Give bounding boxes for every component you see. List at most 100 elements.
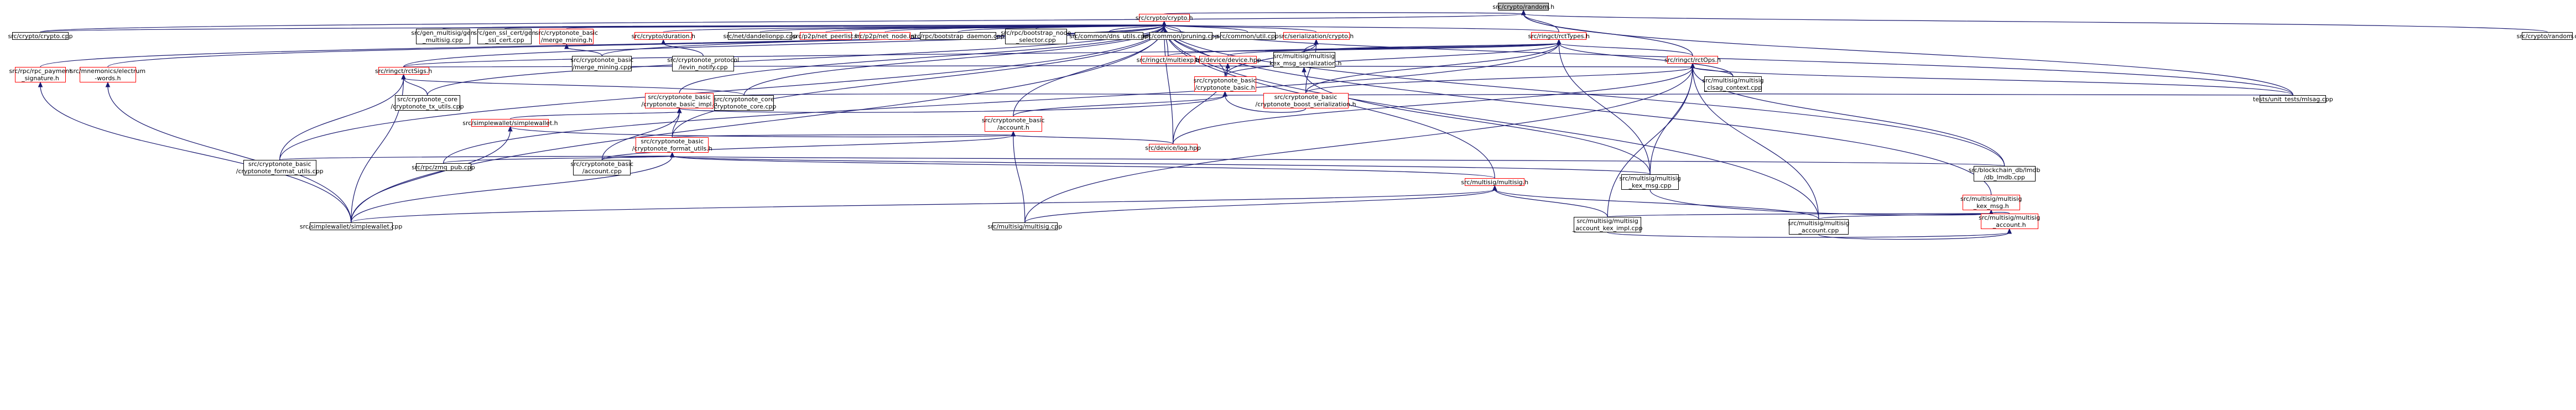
node-duration[interactable]: src/crypto/duration.h	[631, 32, 695, 40]
node-basic_impl[interactable]: src/cryptonote_basic /cryptonote_basic_i…	[641, 93, 717, 108]
node-merge_mining_cpp[interactable]: src/cryptonote_basic /merge_mining.cpp	[570, 56, 634, 71]
node-rctTypes[interactable]: src/ringct/rctTypes.h	[1528, 32, 1590, 40]
edge-device_hpp-to-rctTypes	[1227, 43, 1559, 56]
edge-account_cpp-to-account_h	[601, 134, 1014, 160]
edge-bootstrap_daemon-to-crypto_h	[957, 24, 1165, 33]
node-root[interactable]: src/crypto/random.h	[1492, 3, 1555, 11]
node-multisig_h[interactable]: src/multisig/multisig.h	[1461, 178, 1529, 186]
node-cn_basic_h[interactable]: src/cryptonote_basic /cryptonote_basic.h	[1193, 76, 1257, 92]
node-merge_mining_h[interactable]: src/cryptonote_basic /merge_mining.h	[535, 29, 599, 44]
edge-clsag_ctx-to-rctTypes	[1558, 43, 1734, 77]
node-kex_msg_cpp[interactable]: src/multisig/multisig _kex_msg.cpp	[1619, 174, 1681, 190]
node-random_c[interactable]: src/crypto/random.c	[2516, 32, 2576, 40]
node-boost_ser[interactable]: src/cryptonote_basic /cryptonote_boost_s…	[1255, 93, 1356, 108]
edge-multisig_cpp-to-account_h	[1013, 134, 1026, 223]
node-format_utils_cpp[interactable]: src/cryptonote_basic /cryptonote_format_…	[236, 160, 324, 175]
edge-basic_impl-to-cn_basic_h	[679, 95, 1226, 113]
node-account_h[interactable]: src/cryptonote_basic /account.h	[981, 116, 1045, 132]
edge-kex_msg_cpp-to-kex_msg_h	[1649, 189, 1992, 216]
node-multiexp[interactable]: src/ringct/multiexp.h	[1136, 56, 1200, 64]
edge-boost_ser-to-rctOps	[1305, 66, 1693, 94]
edge-multisig_cpp-to-rctOps	[1024, 66, 1693, 223]
edge-arrow-40	[564, 43, 569, 49]
edge-account_cpp-to-format_utils_h	[601, 155, 673, 160]
node-peerlist[interactable]: src/p2p/net_peerlist.h	[793, 32, 859, 40]
node-ms_account_h[interactable]: src/multisig/multisig _account.h	[1979, 214, 2041, 229]
node-clsag_ctx[interactable]: src/multisig/multisig _clsag_context.cpp	[1702, 76, 1764, 92]
edge-kex_msg_cpp-to-format_utils_h	[672, 155, 1651, 175]
edge-ser_crypto-to-crypto_h	[1164, 24, 1317, 33]
node-simplewallet_cpp[interactable]: src/simplewallet/simplewallet.cpp	[299, 222, 403, 230]
edge-arrow-79	[676, 107, 682, 113]
edge-arrow-66	[1225, 63, 1230, 69]
node-simplewallet_h[interactable]: src/simplewallet/simplewallet.h	[462, 119, 558, 127]
edge-account_h-to-cn_basic_h	[1013, 95, 1226, 117]
edge-bootstrap_node-to-crypto_h	[1035, 24, 1165, 29]
edge-kex_impl-to-kex_msg_h	[1607, 213, 1991, 217]
edge-merge_mining_cpp-to-merge_mining_h	[566, 47, 602, 56]
node-lmdb[interactable]: src/blockchain_db/lmdb /db_lmdb.cpp	[1968, 166, 2041, 181]
node-format_utils_h[interactable]: src/cryptonote_basic /cryptonote_format_…	[632, 137, 712, 153]
edge-crypto_cpp-to-root	[40, 13, 1524, 33]
node-ms_account_cpp[interactable]: src/multisig/multisig _account.cpp	[1788, 219, 1850, 235]
node-kex_impl[interactable]: src/multisig/multisig _account_kex_impl.…	[1572, 217, 1643, 232]
edge-kex_msg_cpp-to-rctTypes	[1558, 43, 1651, 175]
node-device_log[interactable]: src/device/log.hpp	[1145, 144, 1201, 152]
edge-arrow-92	[669, 152, 675, 158]
node-levin_notify[interactable]: src/cryptonote_protocol /levin_notify.cp…	[667, 56, 740, 71]
edge-arrow-64	[1314, 39, 1319, 45]
edge-ms_account_cpp-to-multisig_h	[1494, 189, 1819, 220]
edge-core_cpp-to-cn_basic_h	[743, 94, 1226, 96]
edge-device_log-to-crypto_h	[1164, 24, 1174, 144]
edge-cn_basic_h-to-rctTypes	[1225, 43, 1559, 77]
node-tx_utils[interactable]: src/cryptonote_core /cryptonote_tx_utils…	[391, 95, 464, 111]
edge-arrow-85	[508, 126, 513, 132]
edge-rctSigs-to-rctTypes	[403, 43, 1559, 68]
node-gen_multisig[interactable]: src/gen_multisig/gen _multisig.cpp	[411, 29, 475, 44]
edge-format_utils_cpp-to-crypto_h	[279, 24, 1165, 160]
node-rpc_sig[interactable]: src/rpc/rpc_payment _signature.h	[9, 67, 72, 82]
node-rctSigs[interactable]: src/ringct/rctSigs.h	[374, 67, 433, 75]
node-rctOps[interactable]: src/ringct/rctOps.h	[1664, 56, 1721, 64]
edge-arrow-84	[1011, 131, 1016, 137]
edge-device_log-to-rctOps	[1173, 66, 1693, 144]
edge-multisig_cpp-to-multisig_h	[1024, 189, 1495, 223]
node-gen_ssl[interactable]: src/gen_ssl_cert/gen _ssl_cert.cpp	[473, 29, 536, 44]
node-node_inl[interactable]: src/p2p/net_node.inl	[854, 32, 916, 40]
edge-ms_account_cpp-to-kex_msg_h	[1818, 213, 1992, 220]
edge-arrow-5	[1521, 9, 1526, 15]
edge-ms_account_cpp-to-crypto_h	[1164, 24, 1819, 220]
edge-ms_account_cpp-to-ms_account_h	[1818, 232, 2010, 240]
edge-format_utils_cpp-to-rctSigs	[279, 77, 404, 160]
node-tests_mlsag[interactable]: tests/unit_tests/mlsag.cpp	[2253, 95, 2333, 103]
edge-arrow-41	[660, 39, 666, 45]
edge-device_log-to-account_h	[1013, 134, 1174, 144]
node-util_cpp[interactable]: src/common/util.cpp	[1216, 32, 1279, 40]
node-ser_crypto[interactable]: src/serialization/crypto.h	[1278, 32, 1354, 40]
node-core_cpp[interactable]: src/cryptonote_core /cryptonote_core.cpp	[711, 95, 777, 111]
node-dandelion[interactable]: src/net/dandelionpp.cpp	[723, 32, 797, 40]
node-bootstrap_node[interactable]: src/rpc/bootstrap_node _selector.cpp	[1001, 29, 1071, 44]
edge-core_cpp-to-rctSigs	[403, 77, 745, 96]
edge-simplewallet_h-to-basic_impl	[509, 111, 680, 120]
node-crypto_h[interactable]: src/crypto/crypto.h	[1135, 14, 1193, 22]
edge-arrow-102	[2007, 228, 2012, 234]
edge-arrow-104	[38, 81, 43, 87]
node-bootstrap_daemon[interactable]: src/rpc/bootstrap_daemon.cpp	[911, 32, 1005, 40]
node-device_hpp[interactable]: src/device/device.hpp	[1194, 56, 1261, 64]
node-mnemonics[interactable]: src/mnemonics/electrum -words.h	[70, 67, 146, 82]
node-pruning[interactable]: src/common/pruning.cpp	[1142, 32, 1219, 40]
node-dns_utils[interactable]: src/common/dns_utils.cpp	[1069, 32, 1149, 40]
edge-boost_ser-to-cn_basic_h	[1225, 95, 1307, 113]
node-account_cpp[interactable]: src/cryptonote_basic /account.cpp	[570, 160, 634, 175]
edge-tests_mlsag-to-rctOps	[1692, 66, 2293, 96]
node-zmq_pub[interactable]: src/rpc/zmq_pub.cpp	[412, 163, 475, 171]
node-multisig_cpp[interactable]: src/multisig/multisig.cpp	[987, 222, 1063, 230]
node-crypto_cpp[interactable]: src/crypto/crypto.cpp	[8, 32, 73, 40]
node-kex_ser[interactable]: src/multisig/multisig _kex_msg_serializa…	[1266, 52, 1342, 68]
edge-kex_impl-to-rctOps	[1607, 66, 1693, 217]
edge-arrow-51	[1556, 39, 1562, 45]
node-kex_msg_h[interactable]: src/multisig/multisig _kex_msg.h	[1960, 195, 2022, 210]
